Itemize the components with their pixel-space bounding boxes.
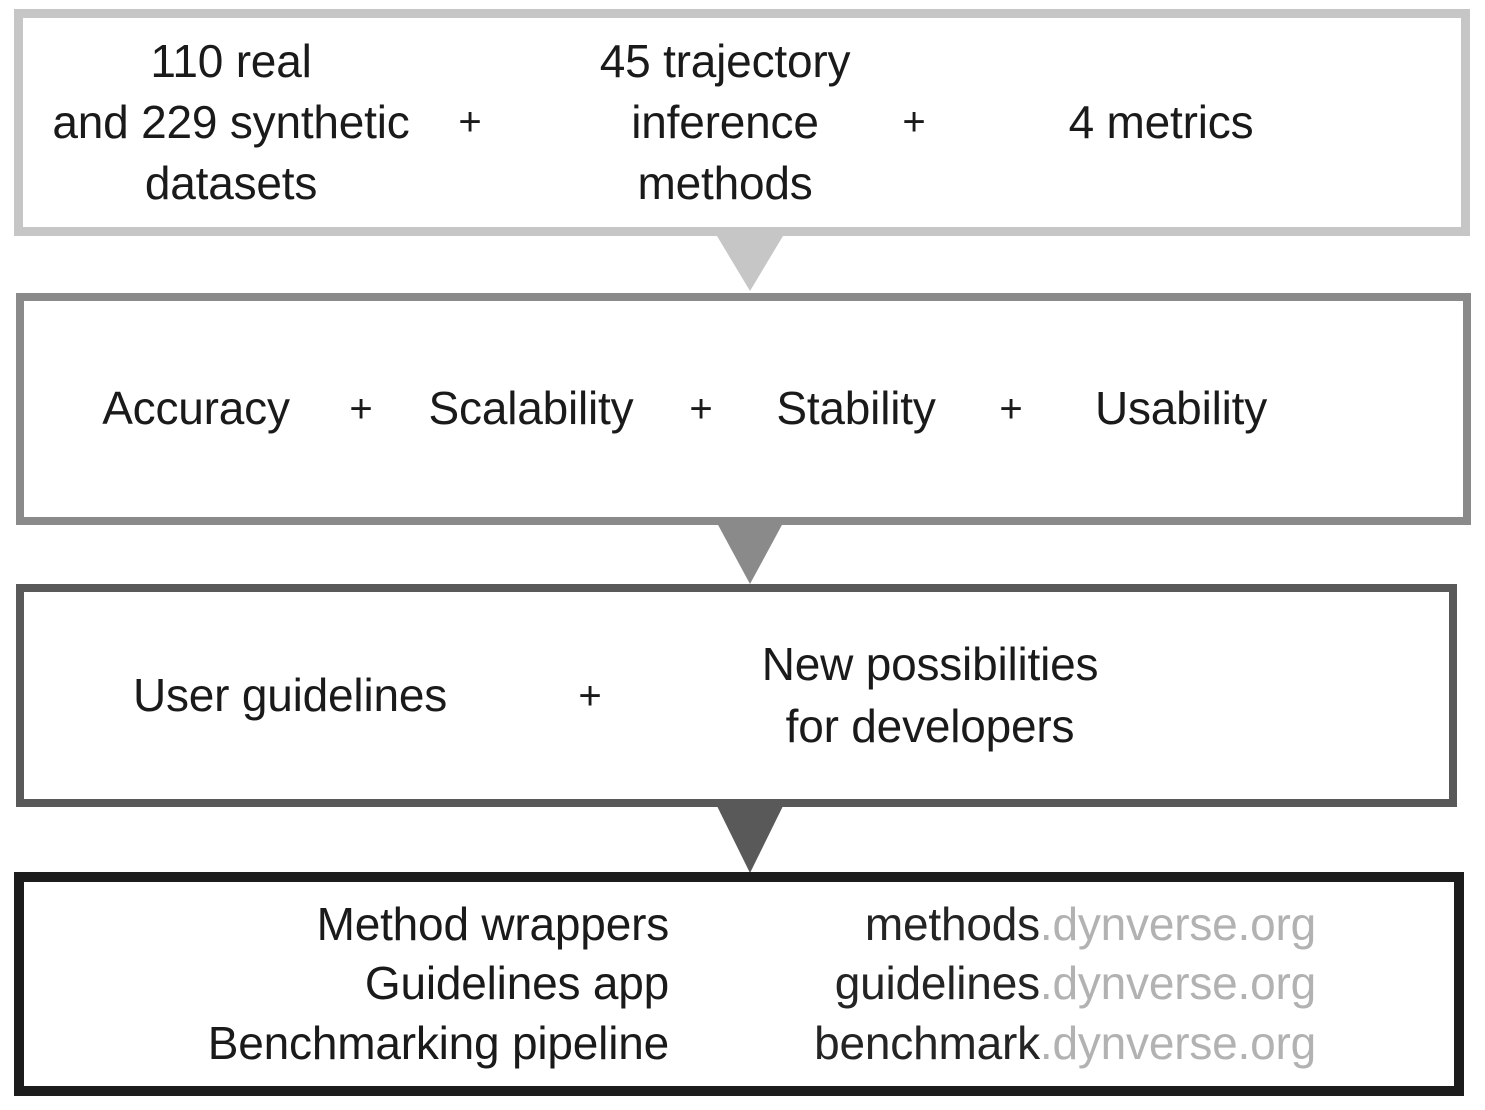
arrow-down-icon [717,236,783,291]
resource-url-link[interactable]: benchmark.dynverse.org [669,1014,1316,1073]
inputs-metrics-label: 4 metrics [1068,95,1254,148]
arrow-down-icon [717,806,783,873]
stage-box-resources: Method wrappers Guidelines app Benchmark… [14,872,1464,1096]
plus-operator-icon: + [349,386,373,431]
resource-url-link[interactable]: guidelines.dynverse.org [669,954,1316,1013]
resource-url-link[interactable]: methods.dynverse.org [669,895,1316,954]
inputs-datasets-label: 110 real and 229 synthetic datasets [52,34,410,210]
criterion-scalability-label: Scalability [428,382,634,435]
outcome-new-possibilities-label: New possibilities for developers [761,638,1099,752]
plus-operator-icon: + [902,100,926,145]
url-domain: .dynverse.org [1039,898,1316,950]
plus-operator-icon: + [689,386,713,431]
resources-urls-column: methods.dynverse.org guidelines.dynverse… [669,895,1394,1073]
criterion-usability-label: Usability [1094,382,1268,435]
criterion-stability-label: Stability [776,382,936,435]
url-subdomain: methods [864,898,1040,950]
stage-box-inputs: 110 real and 229 synthetic datasets + 45… [14,9,1470,236]
inputs-methods-label: 45 trajectory inference methods [599,34,851,210]
url-domain: .dynverse.org [1039,957,1316,1010]
url-subdomain: benchmark [814,1016,1040,1069]
url-subdomain: guidelines [834,957,1040,1010]
resources-row: Method wrappers Guidelines app Benchmark… [24,895,1454,1073]
criteria-row: Accuracy + Scalability + Stability + Usa… [24,378,1463,439]
inputs-row: 110 real and 229 synthetic datasets + 45… [23,31,1461,215]
resources-products-column: Method wrappers Guidelines app Benchmark… [24,895,669,1073]
stage-box-criteria: Accuracy + Scalability + Stability + Usa… [16,293,1471,525]
criterion-accuracy-label: Accuracy [102,382,290,435]
outcome-user-guidelines-label: User guidelines [132,668,448,721]
plus-operator-icon: + [999,386,1023,431]
plus-operator-icon: + [578,673,602,718]
outcomes-row: User guidelines + New possibilities for … [24,634,1449,756]
resource-product-label: Method wrappers [316,898,670,950]
resource-product-label: Guidelines app [364,957,669,1010]
plus-operator-icon: + [458,100,482,145]
url-domain: .dynverse.org [1039,1016,1316,1069]
arrow-down-icon [717,523,783,584]
stage-box-outcomes: User guidelines + New possibilities for … [16,584,1457,807]
resource-product-label: Benchmarking pipeline [207,1016,669,1069]
